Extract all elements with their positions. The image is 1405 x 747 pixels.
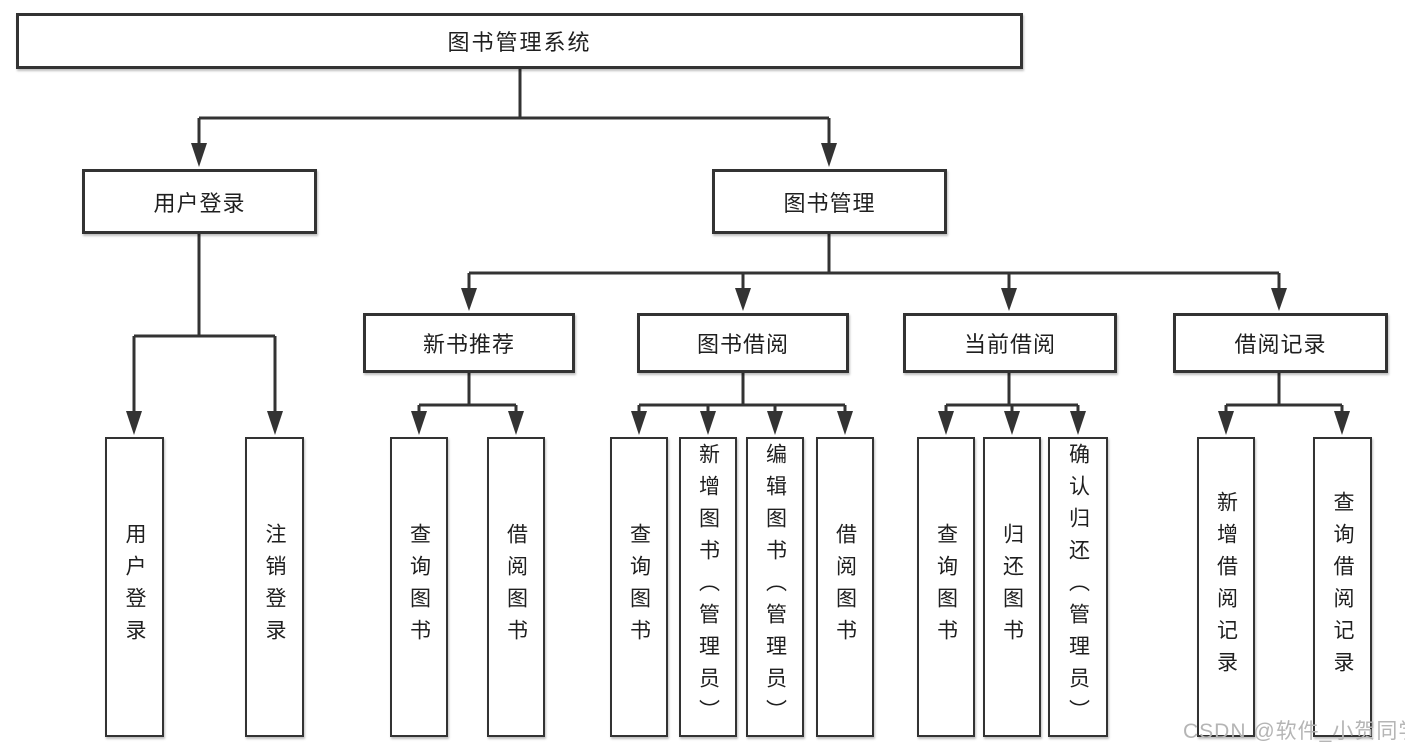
csdn-watermark: CSDN @软件_小贺同学 [1183, 720, 1405, 743]
leaf-edit-book-admin: 编辑图书（管理员） [746, 437, 804, 737]
node-user-login: 用户登录 [82, 169, 317, 234]
leaf-add-borrow-record: 新增借阅记录 [1197, 437, 1255, 737]
node-book-management: 图书管理 [712, 169, 947, 234]
node-book-management-label: 图书管理 [783, 190, 876, 216]
leaf-borrow-book-recommend: 借阅图书 [487, 437, 545, 737]
arrowheads [126, 143, 1350, 435]
node-borrow-record-label: 借阅记录 [1234, 332, 1327, 357]
leaf-borrow-book: 借阅图书 [816, 437, 874, 737]
node-new-book-recommend: 新书推荐 [363, 313, 575, 373]
leaf-query-book-recommend: 查询图书 [390, 437, 448, 737]
node-user-login-label: 用户登录 [153, 190, 246, 216]
leaf-user-login: 用户登录 [105, 437, 164, 737]
node-current-borrow: 当前借阅 [903, 313, 1117, 373]
leaf-add-book-admin: 新增图书（管理员） [679, 437, 737, 737]
leaf-confirm-return-admin: 确认归还（管理员） [1048, 437, 1108, 737]
node-new-book-recommend-label: 新书推荐 [422, 332, 515, 357]
leaf-logout: 注销登录 [245, 437, 304, 737]
node-borrow-record: 借阅记录 [1173, 313, 1388, 373]
node-root-label: 图书管理系统 [447, 30, 592, 55]
node-book-borrow: 图书借阅 [637, 313, 849, 373]
leaf-query-book-current: 查询图书 [917, 437, 975, 737]
leaf-return-book: 归还图书 [983, 437, 1041, 737]
node-book-borrow-label: 图书借阅 [696, 332, 789, 357]
leaf-query-book-borrow: 查询图书 [610, 437, 668, 737]
leaf-query-borrow-record: 查询借阅记录 [1313, 437, 1372, 737]
node-root: 图书管理系统 [16, 13, 1023, 69]
node-current-borrow-label: 当前借阅 [963, 332, 1056, 357]
